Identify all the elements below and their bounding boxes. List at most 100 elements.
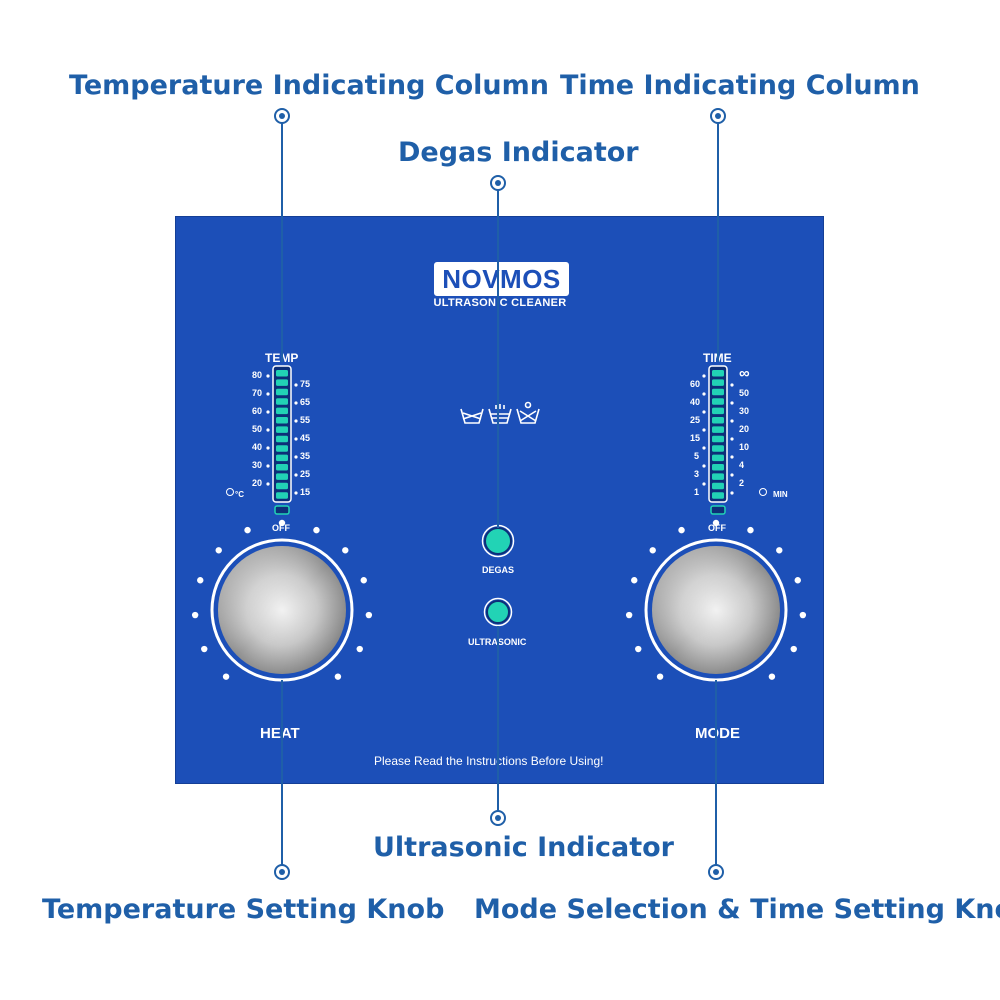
led-segment (712, 388, 724, 396)
temp-tick-right: 35 (300, 451, 311, 461)
led-segment (276, 445, 288, 452)
led-segment (712, 464, 724, 471)
led-segment (712, 473, 724, 480)
led-segment (712, 426, 724, 433)
led-segment (276, 388, 288, 396)
scale-dot (730, 437, 734, 441)
scale-dot (294, 419, 298, 423)
temp-tick-left: 70 (252, 388, 263, 398)
led-segment (276, 370, 288, 377)
led-segment (276, 464, 288, 471)
knob-scale-dot (365, 611, 373, 619)
time-off-label: OFF (708, 523, 726, 533)
led-segment (712, 379, 724, 386)
knob-scale-dot (656, 673, 664, 680)
wash-degas-icon (488, 404, 512, 424)
scale-dot (294, 455, 298, 459)
heat-knob-scale (191, 519, 373, 680)
led-segment (712, 417, 724, 424)
temp-tick-right: 15 (300, 487, 311, 497)
scale-dot (730, 401, 734, 405)
scale-dot (730, 383, 734, 387)
mode-knob[interactable] (644, 538, 788, 682)
knob-scale-dot (712, 519, 720, 527)
time-tick-right: 4 (739, 460, 745, 470)
temp-tick-right: 55 (300, 415, 311, 425)
led-segment (276, 379, 288, 386)
instructions-notice: Please Read the Instructions Before Usin… (374, 754, 604, 768)
time-unit-label: MIN (773, 490, 788, 499)
knob-scale-dot (278, 519, 286, 527)
scale-dot (266, 428, 270, 432)
knob-scale-dot (201, 645, 208, 653)
temp-tick-left: 80 (252, 370, 263, 380)
wash-icon (460, 408, 484, 424)
temp-tick-right: 45 (300, 433, 311, 443)
scale-dot (730, 491, 734, 495)
led-segment (276, 473, 288, 480)
scale-dot (702, 392, 706, 396)
knob-scale-dot (313, 526, 320, 534)
led-segment (276, 482, 288, 490)
heat-label: HEAT (260, 725, 300, 742)
scale-dot (702, 410, 706, 414)
time-column-callout: Time Indicating Column (560, 70, 920, 101)
led-segment (712, 407, 724, 415)
temp-off-led (274, 505, 290, 515)
temp-tick-left: 40 (252, 442, 263, 452)
knob-scale-dot (678, 526, 685, 534)
time-tick-left: 15 (690, 433, 701, 443)
thermometer-icon (226, 488, 234, 496)
temp-tick-right: 25 (300, 469, 311, 479)
time-tick-right: 2 (739, 478, 745, 488)
temp-unit-label: °C (235, 490, 244, 499)
temp-tick-right: 75 (300, 379, 311, 389)
scale-dot (702, 374, 706, 378)
scale-dot (266, 482, 270, 486)
scale-dot (266, 392, 270, 396)
temp-tick-right: 65 (300, 397, 311, 407)
led-segment (712, 492, 724, 499)
time-tick-right: 10 (739, 442, 750, 452)
knob-scale-dot (197, 577, 204, 584)
knob-scale-dot (790, 645, 797, 653)
time-off-led (710, 505, 726, 515)
wash-ultrasonic-icon (516, 401, 540, 424)
knob-scale-dot (649, 547, 656, 554)
degas-label: DEGAS (482, 565, 515, 575)
led-segment (712, 482, 724, 490)
led-segment (276, 398, 288, 405)
temp-knob-callout: Temperature Setting Knob (42, 894, 445, 925)
heat-knob[interactable] (210, 538, 354, 682)
time-tick-left: 5 (694, 451, 700, 461)
led-segment (712, 435, 724, 443)
knob-scale-dot (334, 673, 342, 680)
led-segment (276, 407, 288, 415)
scale-dot (294, 491, 298, 495)
mode-label: MODE (695, 725, 740, 742)
led-segment (276, 417, 288, 424)
temp-tick-left: 60 (252, 406, 263, 416)
scale-dot (266, 464, 270, 468)
knob-scale-dot (356, 645, 363, 653)
time-tick-right: 30 (739, 406, 750, 416)
degas-indicator-led (484, 527, 512, 555)
ultrasonic-indicator-ring (483, 597, 513, 627)
temp-tick-left: 20 (252, 478, 263, 488)
time-tick-right: 20 (739, 424, 750, 434)
time-tick-left: 3 (694, 469, 700, 479)
scale-dot (702, 464, 706, 468)
time-tick-right: 50 (739, 388, 750, 398)
scale-dot (294, 437, 298, 441)
time-tick-right: ∞ (739, 365, 750, 382)
knob-scale-dot (191, 611, 199, 619)
ultrasonic-indicator-callout: Ultrasonic Indicator (373, 832, 674, 863)
scale-dot (730, 419, 734, 423)
time-led-column (702, 365, 767, 515)
time-tick-left: 1 (694, 487, 700, 497)
temp-column-callout: Temperature Indicating Column (69, 70, 549, 101)
knob-scale-dot (631, 577, 638, 584)
led-segment (712, 454, 724, 462)
mode-symbols (460, 401, 540, 424)
knob-scale-dot (244, 526, 251, 534)
